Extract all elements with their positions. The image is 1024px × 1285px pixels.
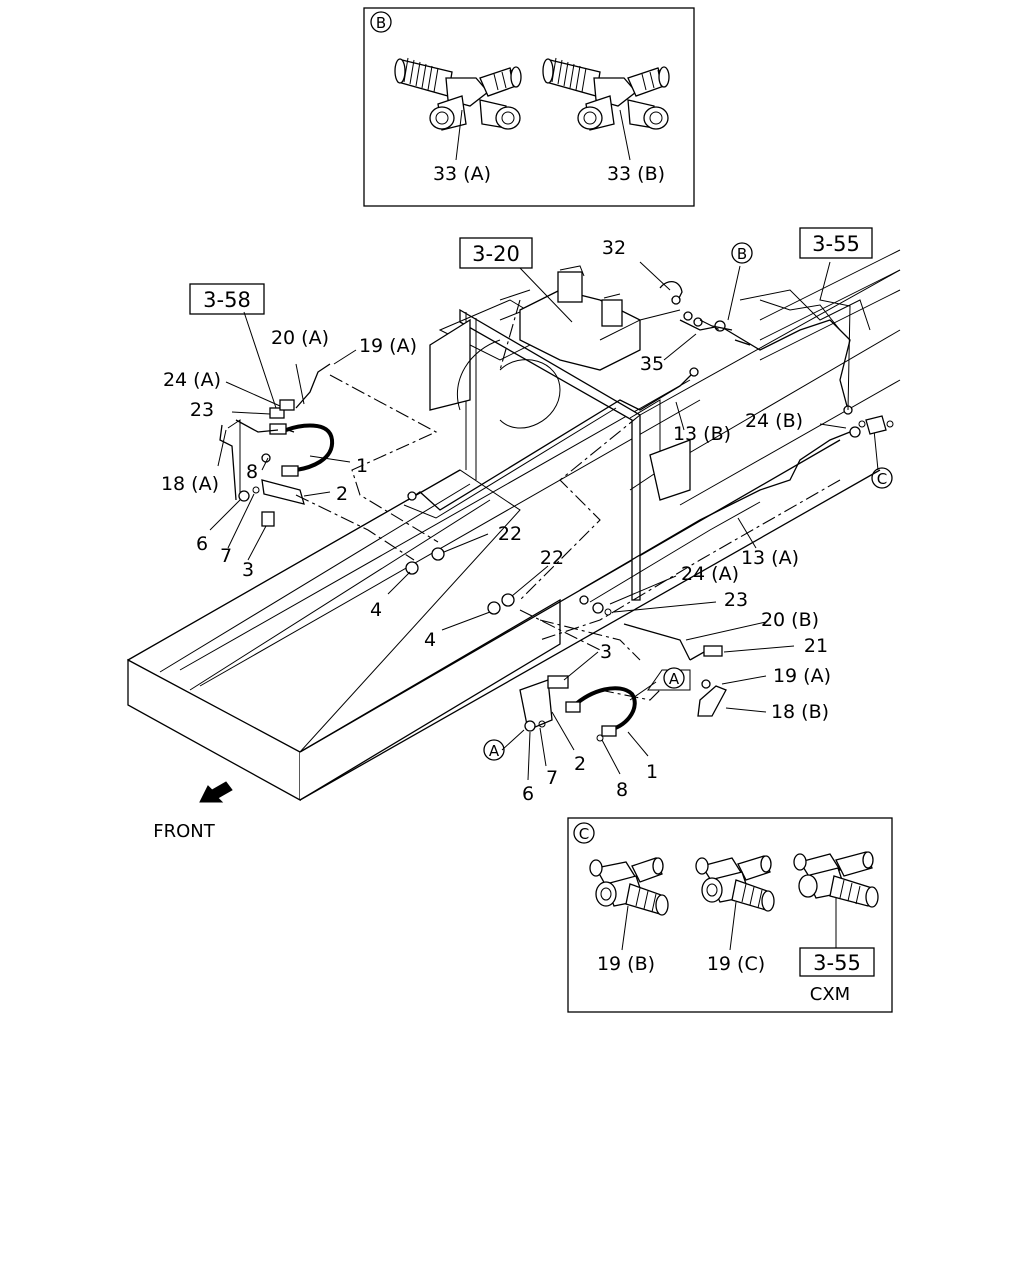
inset-b-marker-circle	[370, 11, 392, 33]
svg-text:3-55: 3-55	[813, 951, 861, 975]
connector-c-icon	[858, 415, 894, 435]
marker-c: C	[871, 467, 893, 489]
svg-text:3-58: 3-58	[203, 288, 251, 312]
nuts	[405, 547, 515, 615]
fitting-cross-icon	[793, 851, 879, 908]
label-2-rear: 2	[574, 753, 586, 775]
label-4-b: 4	[424, 629, 436, 651]
label-1-front: 1	[356, 455, 368, 477]
label-19b: 19 (B)	[597, 953, 655, 975]
label-23-front: 23	[190, 399, 214, 421]
label-6-rear: 6	[522, 783, 534, 805]
label-7-front: 7	[220, 545, 232, 567]
inset-c-marker: C	[579, 825, 589, 843]
label-19a-rear: 19 (A)	[773, 665, 831, 687]
inset-b: B 33 (A)	[363, 7, 695, 207]
label-33b: 33 (B)	[607, 163, 665, 185]
label-13a: 13 (A)	[741, 547, 799, 569]
svg-text:B: B	[737, 245, 747, 263]
label-21: 21	[804, 635, 828, 657]
label-22-b: 22	[540, 547, 564, 569]
inset-b-marker: B	[376, 14, 386, 32]
label-35: 35	[640, 353, 664, 375]
ref-3-58[interactable]: 3-58	[189, 283, 265, 315]
fitting-33b-icon	[542, 57, 670, 131]
svg-text:C: C	[877, 470, 887, 488]
svg-text:3-20: 3-20	[472, 242, 520, 266]
part-labels: 32 35 13 (B) 24 (B) 13 (A) 24 (A) 23 20 …	[161, 237, 831, 805]
inset-c-marker-circle	[573, 822, 595, 844]
fitting-33a-icon	[394, 57, 522, 131]
rear-hose-assembly	[519, 595, 727, 742]
label-32: 32	[602, 237, 626, 259]
inset-c-note: CXM	[810, 984, 850, 1005]
label-1-rear: 1	[646, 761, 658, 783]
ref-3-55[interactable]: 3-55	[799, 227, 873, 259]
inset-c: C 19 (B) 1	[567, 817, 893, 1013]
marker-a-rear: A	[647, 667, 691, 691]
label-2-front: 2	[336, 483, 348, 505]
label-22-a: 22	[498, 523, 522, 545]
label-23-rear: 23	[724, 589, 748, 611]
inset-b-frame	[363, 7, 695, 207]
reference-lines	[295, 299, 841, 701]
label-6-front: 6	[196, 533, 208, 555]
label-8-front: 8	[246, 461, 258, 483]
fitting-19b-icon	[589, 857, 669, 916]
label-20a: 20 (A)	[271, 327, 329, 349]
inset-c-frame	[567, 817, 893, 1013]
label-24b: 24 (B)	[745, 410, 803, 432]
ref-3-20[interactable]: 3-20	[459, 237, 533, 269]
chassis-frame	[126, 249, 901, 802]
marker-b: B	[731, 242, 753, 264]
label-4-a: 4	[370, 599, 382, 621]
svg-text:3-55: 3-55	[812, 232, 860, 256]
leader-lines	[209, 261, 879, 781]
label-20b: 20 (B)	[761, 609, 819, 631]
label-18b: 18 (B)	[771, 701, 829, 723]
label-24a-front: 24 (A)	[163, 369, 221, 391]
label-3-rear: 3	[600, 641, 612, 663]
label-33a: 33 (A)	[433, 163, 491, 185]
label-19a-front: 19 (A)	[359, 335, 417, 357]
front-hose-assembly	[219, 363, 335, 527]
label-19c: 19 (C)	[707, 953, 765, 975]
label-3-front: 3	[242, 559, 254, 581]
label-8-rear: 8	[616, 779, 628, 801]
label-7-rear: 7	[546, 767, 558, 789]
front-label: FRONT	[153, 821, 215, 842]
marker-a-bracket: A	[483, 739, 505, 761]
label-13b: 13 (B)	[673, 423, 731, 445]
svg-text:A: A	[489, 742, 500, 760]
inset-c-ref-3-55[interactable]: 3-55	[799, 947, 875, 977]
fitting-19c-icon	[695, 855, 775, 912]
front-arrow-icon	[199, 781, 233, 803]
brake-pipes	[403, 299, 861, 603]
svg-text:A: A	[669, 670, 680, 688]
label-18a: 18 (A)	[161, 473, 219, 495]
label-24a-rear: 24 (A)	[681, 563, 739, 585]
